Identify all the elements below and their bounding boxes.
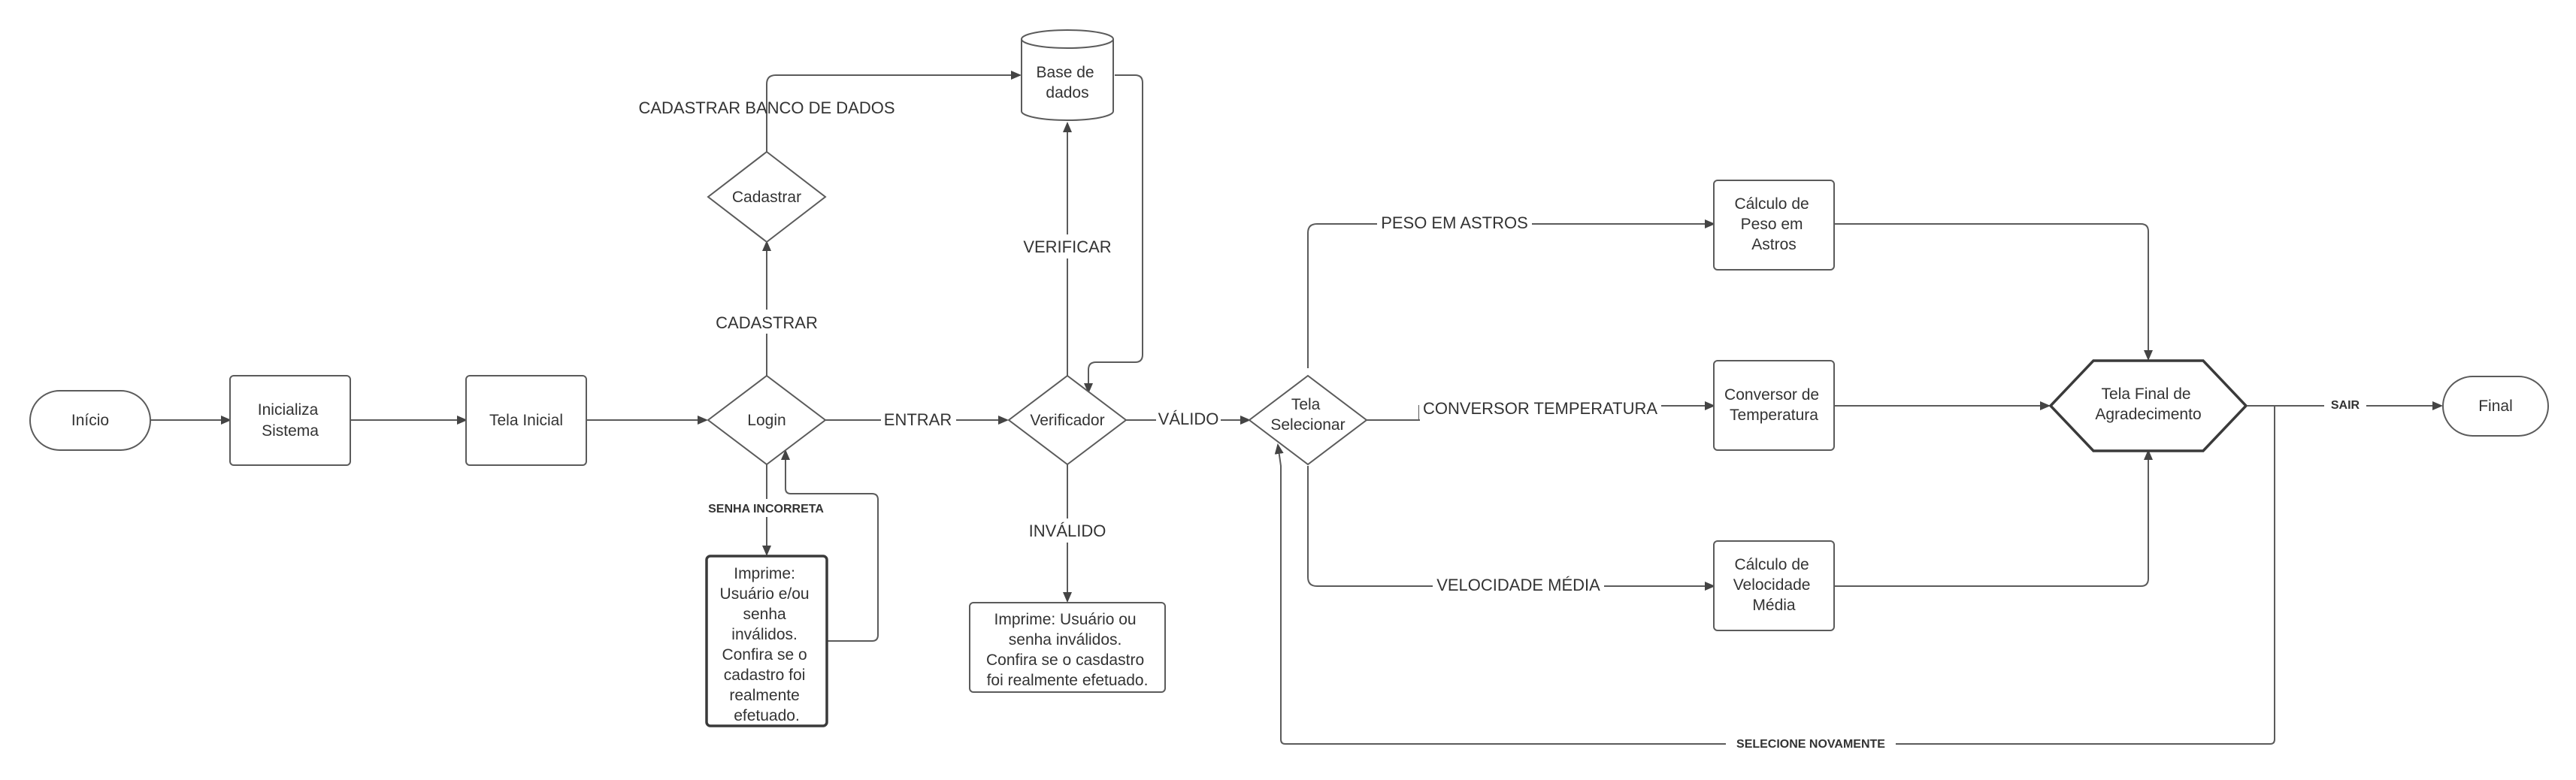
label-selecione-novamente: SELECIONE NOVAMENTE — [1736, 738, 1885, 751]
edge-imprime-login — [781, 449, 879, 642]
node-base-de-dados-label: Base de dados — [1037, 64, 1099, 101]
node-tela-inicial — [465, 375, 587, 466]
node-inicializa-sistema-label: Inicializa Sistema — [258, 401, 322, 440]
edge-selecionar-velocidade — [1307, 466, 1715, 591]
node-tela-final-label: Tela Final de Agradecimento — [2095, 385, 2201, 423]
label-verificar: VERIFICAR — [1023, 237, 1111, 256]
label-valido: VÁLIDO — [1158, 410, 1219, 428]
node-tela-final — [2048, 359, 2248, 452]
node-tela-selecionar-label: Tela Selecionar — [1270, 396, 1345, 434]
label-peso-em-astros: PESO EM ASTROS — [1381, 213, 1528, 232]
node-verificador-label: Verificador — [1030, 412, 1104, 429]
node-imprime-login — [705, 555, 828, 727]
node-inicializa-sistema — [229, 375, 351, 466]
edge-selecione-novamente — [1274, 406, 2275, 745]
node-conversor-temperatura-label: Conversor de Temperatura — [1724, 386, 1824, 424]
edge-labels: CADASTRAR BANCO DE DADOS CADASTRAR ENTRA… — [638, 98, 2366, 753]
node-final-label: Final — [2478, 398, 2513, 415]
edge-selecionar-peso — [1307, 219, 1715, 368]
edge-velocidade-final — [1834, 449, 2153, 587]
label-cadastrar: CADASTRAR — [716, 313, 818, 332]
node-inicio-label: Início — [71, 412, 109, 429]
node-base-de-dados — [1021, 29, 1114, 121]
node-imprime-login-label: Imprime: Usuário e/ou senha inválidos. C… — [720, 565, 814, 724]
node-inicio — [29, 390, 151, 451]
node-tela-inicial-label: Tela Inicial — [489, 412, 563, 429]
label-senha-incorreta: SENHA INCORRETA — [708, 503, 824, 515]
node-imprime-verificador — [969, 602, 1166, 693]
node-conversor-temperatura — [1713, 360, 1835, 451]
edge-base-verificador — [1084, 74, 1143, 394]
label-conversor-temperatura: CONVERSOR TEMPERATURA — [1423, 399, 1657, 418]
label-sair: SAIR — [2331, 399, 2360, 412]
nodes: Início Inicializa Sistema Tela Inicial L… — [29, 29, 2549, 727]
label-velocidade-media: VELOCIDADE MÉDIA — [1436, 576, 1600, 594]
node-calculo-velocidade — [1713, 540, 1835, 631]
edge-peso-final — [1834, 223, 2153, 361]
node-calculo-velocidade-label: Cálculo de Velocidade Média — [1733, 556, 1815, 614]
node-imprime-verificador-label: Imprime: Usuário ou senha inválidos. Con… — [986, 611, 1149, 689]
node-verificador — [1007, 374, 1128, 466]
node-calculo-peso-label: Cálculo de Peso em Astros — [1734, 195, 1813, 253]
node-tela-selecionar — [1248, 374, 1368, 466]
node-cadastrar-label: Cadastrar — [732, 189, 801, 206]
node-cadastrar — [707, 150, 827, 243]
label-cadastrar-banco: CADASTRAR BANCO DE DADOS — [638, 98, 894, 117]
edge-cadastrar-base — [766, 71, 1022, 152]
node-login — [707, 374, 827, 466]
label-invalido: INVÁLIDO — [1029, 522, 1106, 540]
node-calculo-peso — [1713, 180, 1835, 271]
node-login-label: Login — [747, 412, 786, 429]
node-final — [2442, 376, 2549, 437]
label-entrar: ENTRAR — [884, 410, 952, 429]
